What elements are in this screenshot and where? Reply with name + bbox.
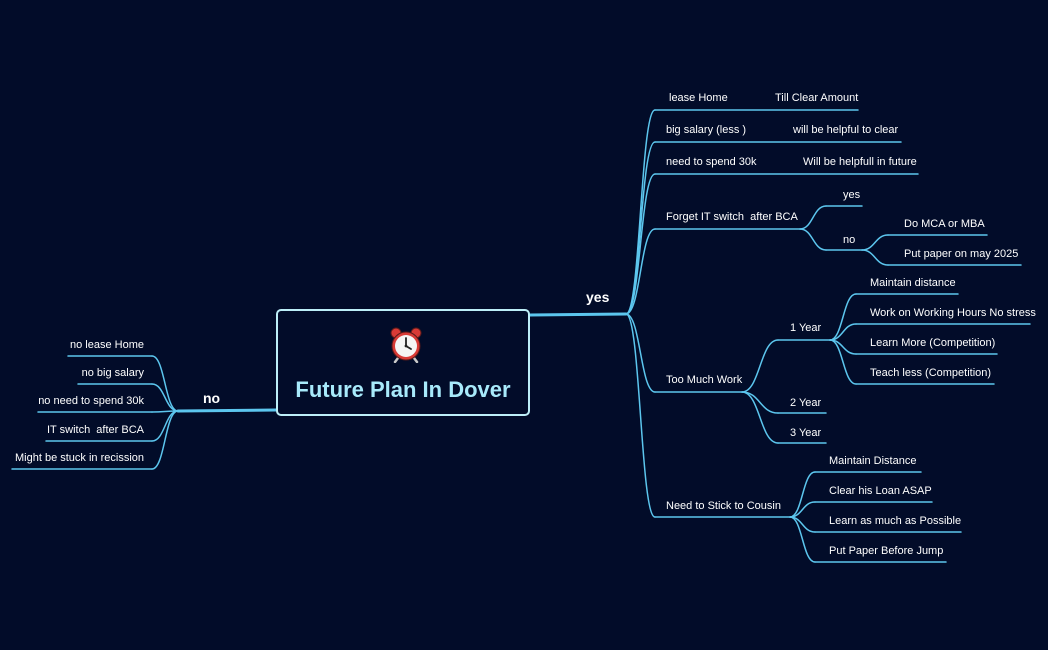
node-2-year[interactable]: 2 Year — [790, 397, 822, 409]
node-cousin-maintain-distance[interactable]: Maintain Distance — [829, 455, 917, 467]
node-big-salary[interactable]: big salary (less ) — [666, 124, 747, 136]
link-yes-stick-cousin — [625, 313, 656, 518]
alarm-clock-icon — [390, 327, 422, 363]
node-stuck-in-recission[interactable]: Might be stuck in recission — [15, 452, 144, 464]
link-root-yes — [528, 312, 628, 317]
node-till-clear-amount[interactable]: Till Clear Amount — [775, 92, 859, 104]
node-clear-loan[interactable]: Clear his Loan ASAP — [829, 485, 932, 497]
node-helpful-in-future[interactable]: Will be helpfull in future — [803, 156, 917, 168]
link-no-item-1 — [151, 383, 179, 412]
node-no-big-salary[interactable]: no big salary — [81, 367, 144, 379]
link-yes-spend-30k — [625, 173, 656, 315]
node-lease-home[interactable]: lease Home — [669, 92, 728, 104]
link-forget-no — [799, 228, 827, 251]
node-put-paper-may-2025[interactable]: Put paper on may 2025 — [904, 248, 1019, 260]
link-work-1year — [741, 339, 779, 393]
root-node[interactable]: Future Plan In Dover — [276, 309, 530, 416]
node-helpful-to-clear[interactable]: will be helpful to clear — [793, 124, 899, 136]
node-forget-yes[interactable]: yes — [843, 189, 861, 201]
link-yes-big-salary — [625, 141, 656, 315]
link-work-3year — [741, 391, 779, 444]
node-stick-to-cousin[interactable]: Need to Stick to Cousin — [666, 500, 781, 512]
node-do-mca-or-mba[interactable]: Do MCA or MBA — [904, 218, 985, 230]
node-it-switch-after-bca[interactable]: IT switch after BCA — [47, 424, 144, 436]
link-no-item-0 — [151, 355, 179, 412]
link-1year-item-3 — [829, 339, 857, 385]
node-put-paper-before-jump[interactable]: Put Paper Before Jump — [829, 545, 944, 557]
node-no-lease-home[interactable]: no lease Home — [70, 339, 144, 351]
node-learn-as-much[interactable]: Learn as much as Possible — [829, 515, 962, 527]
link-root-no — [176, 408, 278, 413]
node-too-much-work[interactable]: Too Much Work — [666, 374, 743, 386]
link-work-2year — [741, 391, 779, 414]
node-learn-more[interactable]: Learn More (Competition) — [870, 337, 996, 349]
link-no-paper — [861, 249, 889, 266]
node-spend-30k[interactable]: need to spend 30k — [666, 156, 757, 168]
node-1-year[interactable]: 1 Year — [790, 322, 822, 334]
branch-yes-label[interactable]: yes — [586, 289, 610, 305]
node-forget-no[interactable]: no — [843, 234, 856, 246]
branch-no-label[interactable]: no — [203, 390, 221, 406]
node-maintain-distance[interactable]: Maintain distance — [870, 277, 956, 289]
node-teach-less[interactable]: Teach less (Competition) — [870, 367, 992, 379]
link-cousin-item-0 — [789, 471, 816, 518]
node-working-hours[interactable]: Work on Working Hours No stress — [870, 307, 1036, 319]
link-no-mca — [861, 234, 889, 251]
link-no-item-4 — [151, 410, 179, 470]
root-title: Future Plan In Dover — [295, 377, 511, 402]
link-forget-yes — [799, 205, 827, 230]
link-yes-forget-it — [625, 228, 656, 315]
link-cousin-item-3 — [789, 516, 816, 563]
link-yes-too-much-work — [625, 313, 656, 393]
link-yes-lease-home — [625, 109, 656, 315]
node-no-spend-30k[interactable]: no need to spend 30k — [38, 395, 144, 407]
node-forget-it-switch[interactable]: Forget IT switch after BCA — [666, 211, 798, 223]
node-3-year[interactable]: 3 Year — [790, 427, 822, 439]
link-1year-item-0 — [829, 293, 857, 341]
link-no-item-3 — [151, 410, 179, 442]
